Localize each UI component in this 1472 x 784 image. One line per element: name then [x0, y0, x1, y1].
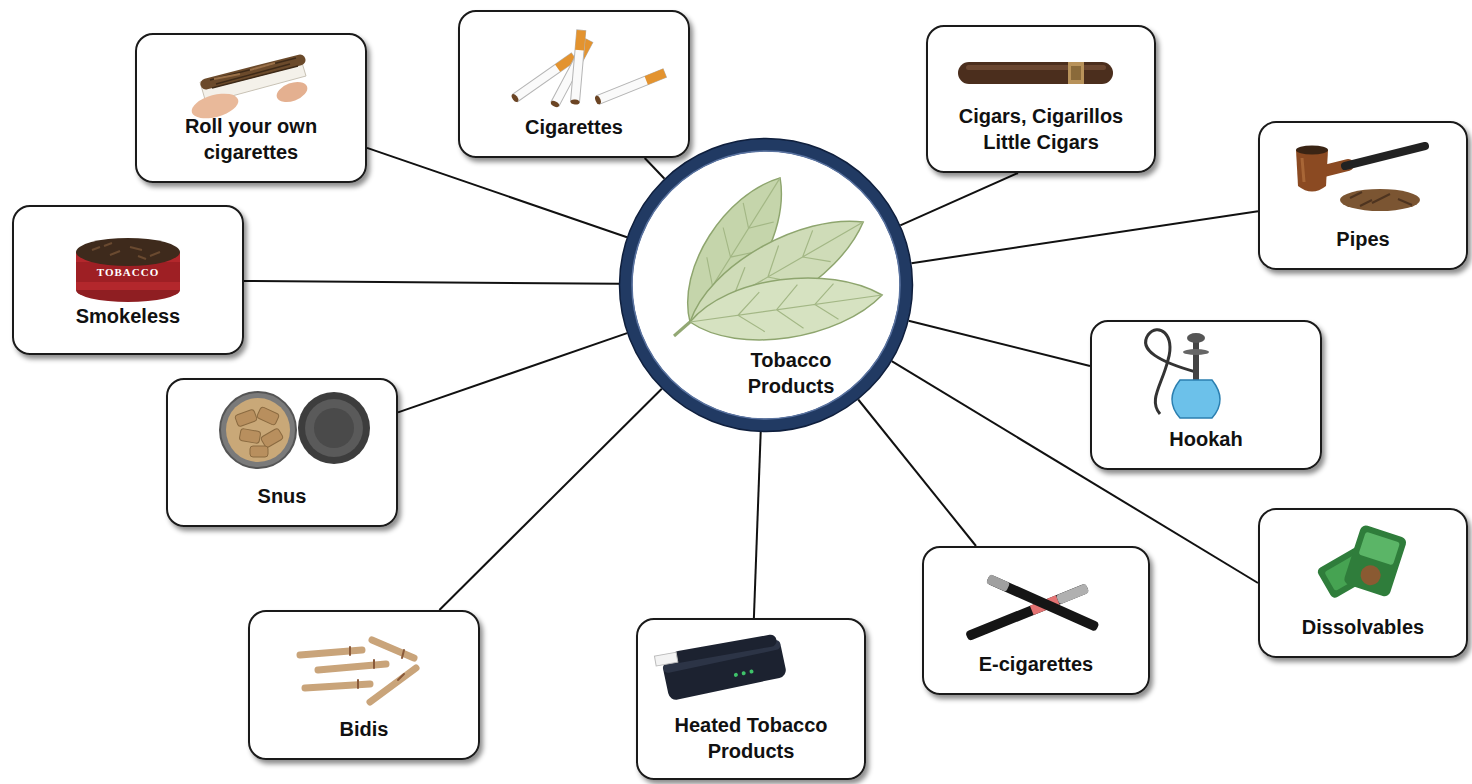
- connector-line: [367, 148, 627, 237]
- rolling-illustration: [189, 56, 310, 123]
- category-box: Hookah: [1090, 320, 1322, 470]
- category-box: Smokeless: [12, 205, 244, 355]
- node-label: Cigars, Cigarillos Little Cigars: [946, 103, 1136, 155]
- cigar-illustration: [958, 62, 1113, 84]
- connector-line: [244, 281, 619, 284]
- connector-line: [754, 432, 761, 618]
- node-label: Roll your own cigarettes: [145, 113, 357, 165]
- heated-device-illustration: [654, 634, 787, 701]
- bidis-illustration: [300, 640, 416, 702]
- hookah-illustration: [1146, 330, 1220, 418]
- node-label: Heated Tobacco Products: [656, 712, 846, 764]
- ecig-illustration: [965, 574, 1100, 641]
- category-box: Bidis: [248, 610, 480, 760]
- category-box: Cigars, Cigarillos Little Cigars: [926, 25, 1156, 173]
- category-box: Roll your own cigarettes: [135, 33, 367, 183]
- node-label: Smokeless: [76, 303, 181, 329]
- node-label: Tobacco Products: [716, 347, 866, 399]
- connector-line: [398, 333, 627, 412]
- category-box: Dissolvables: [1258, 508, 1468, 658]
- connector-line: [892, 361, 1258, 583]
- cigarettes-illustration: [510, 30, 666, 108]
- node-label: E-cigarettes: [979, 651, 1094, 677]
- node-label: Bidis: [340, 716, 389, 742]
- category-box: Heated Tobacco Products: [636, 618, 866, 780]
- snus-illustration: [220, 392, 370, 468]
- dissolvables-illustration: [1316, 524, 1408, 599]
- connector-line: [911, 211, 1258, 263]
- pipe-illustration: [1296, 146, 1425, 212]
- connector-line: [900, 173, 1018, 225]
- category-box: Cigarettes: [458, 10, 690, 158]
- connector-line: [858, 400, 976, 547]
- tobacco-leaves: [665, 162, 886, 351]
- hub-circle: Tobacco Products: [618, 137, 914, 433]
- tin-label: TOBACCO: [78, 264, 178, 280]
- category-box: E-cigarettes: [922, 546, 1150, 695]
- node-label: Pipes: [1336, 226, 1389, 252]
- connector-line: [645, 158, 665, 179]
- connector-line: [439, 389, 661, 610]
- connector-line: [909, 321, 1090, 366]
- category-box: Snus: [166, 378, 398, 527]
- category-box: Pipes: [1258, 121, 1468, 270]
- tin-illustration: [76, 238, 180, 302]
- node-label: Hookah: [1169, 426, 1242, 452]
- node-label: Cigarettes: [525, 114, 623, 140]
- node-label: Dissolvables: [1302, 614, 1424, 640]
- node-label: Snus: [258, 483, 307, 509]
